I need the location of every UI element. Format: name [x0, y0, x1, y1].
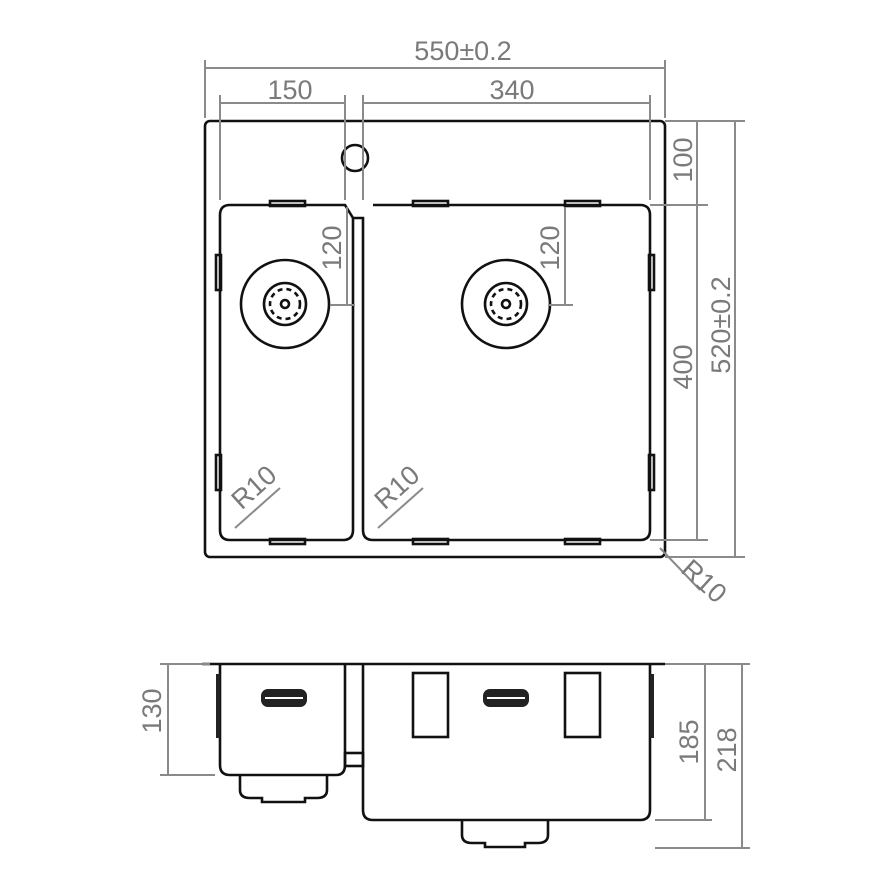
left-bowl-side	[218, 664, 347, 777]
dim-overall-width: 550±0.2	[414, 36, 511, 66]
side-view	[202, 662, 665, 849]
dim-top-margin: 100	[668, 137, 698, 182]
dim-left-drain-offset: 120	[317, 225, 347, 270]
dim-plate-radius: R10	[676, 554, 733, 609]
connector	[343, 751, 365, 768]
dim-left-bowl-width: 150	[267, 75, 312, 105]
dim-right-bowl-radius: R10	[369, 460, 426, 515]
left-drain	[239, 258, 331, 350]
left-bowl-outline	[218, 203, 355, 542]
right-drain	[460, 258, 552, 350]
right-bowl-outline	[353, 203, 652, 542]
dim-right-bowl-width: 340	[489, 75, 534, 105]
tap-hole	[340, 143, 370, 173]
clip-window	[563, 671, 602, 739]
dim-overall-length: 520±0.2	[706, 276, 736, 373]
right-drain-side	[460, 820, 550, 849]
clip-window	[411, 671, 450, 739]
dim-left-bowl-depth: 130	[137, 688, 167, 733]
dim-left-bowl-radius: R10	[226, 460, 283, 515]
side-dimension-lines	[160, 663, 750, 849]
dimension-lines	[204, 60, 745, 591]
mounting-clips	[214, 199, 656, 546]
right-bowl-side	[361, 664, 652, 822]
top-view	[203, 119, 667, 559]
dim-bowl-length: 400	[668, 344, 698, 389]
dim-right-drain-offset: 120	[535, 225, 565, 270]
dim-overall-depth: 218	[712, 727, 742, 772]
left-drain-side	[238, 775, 329, 804]
dim-right-bowl-depth: 185	[674, 719, 704, 764]
sink-plate	[203, 119, 667, 559]
